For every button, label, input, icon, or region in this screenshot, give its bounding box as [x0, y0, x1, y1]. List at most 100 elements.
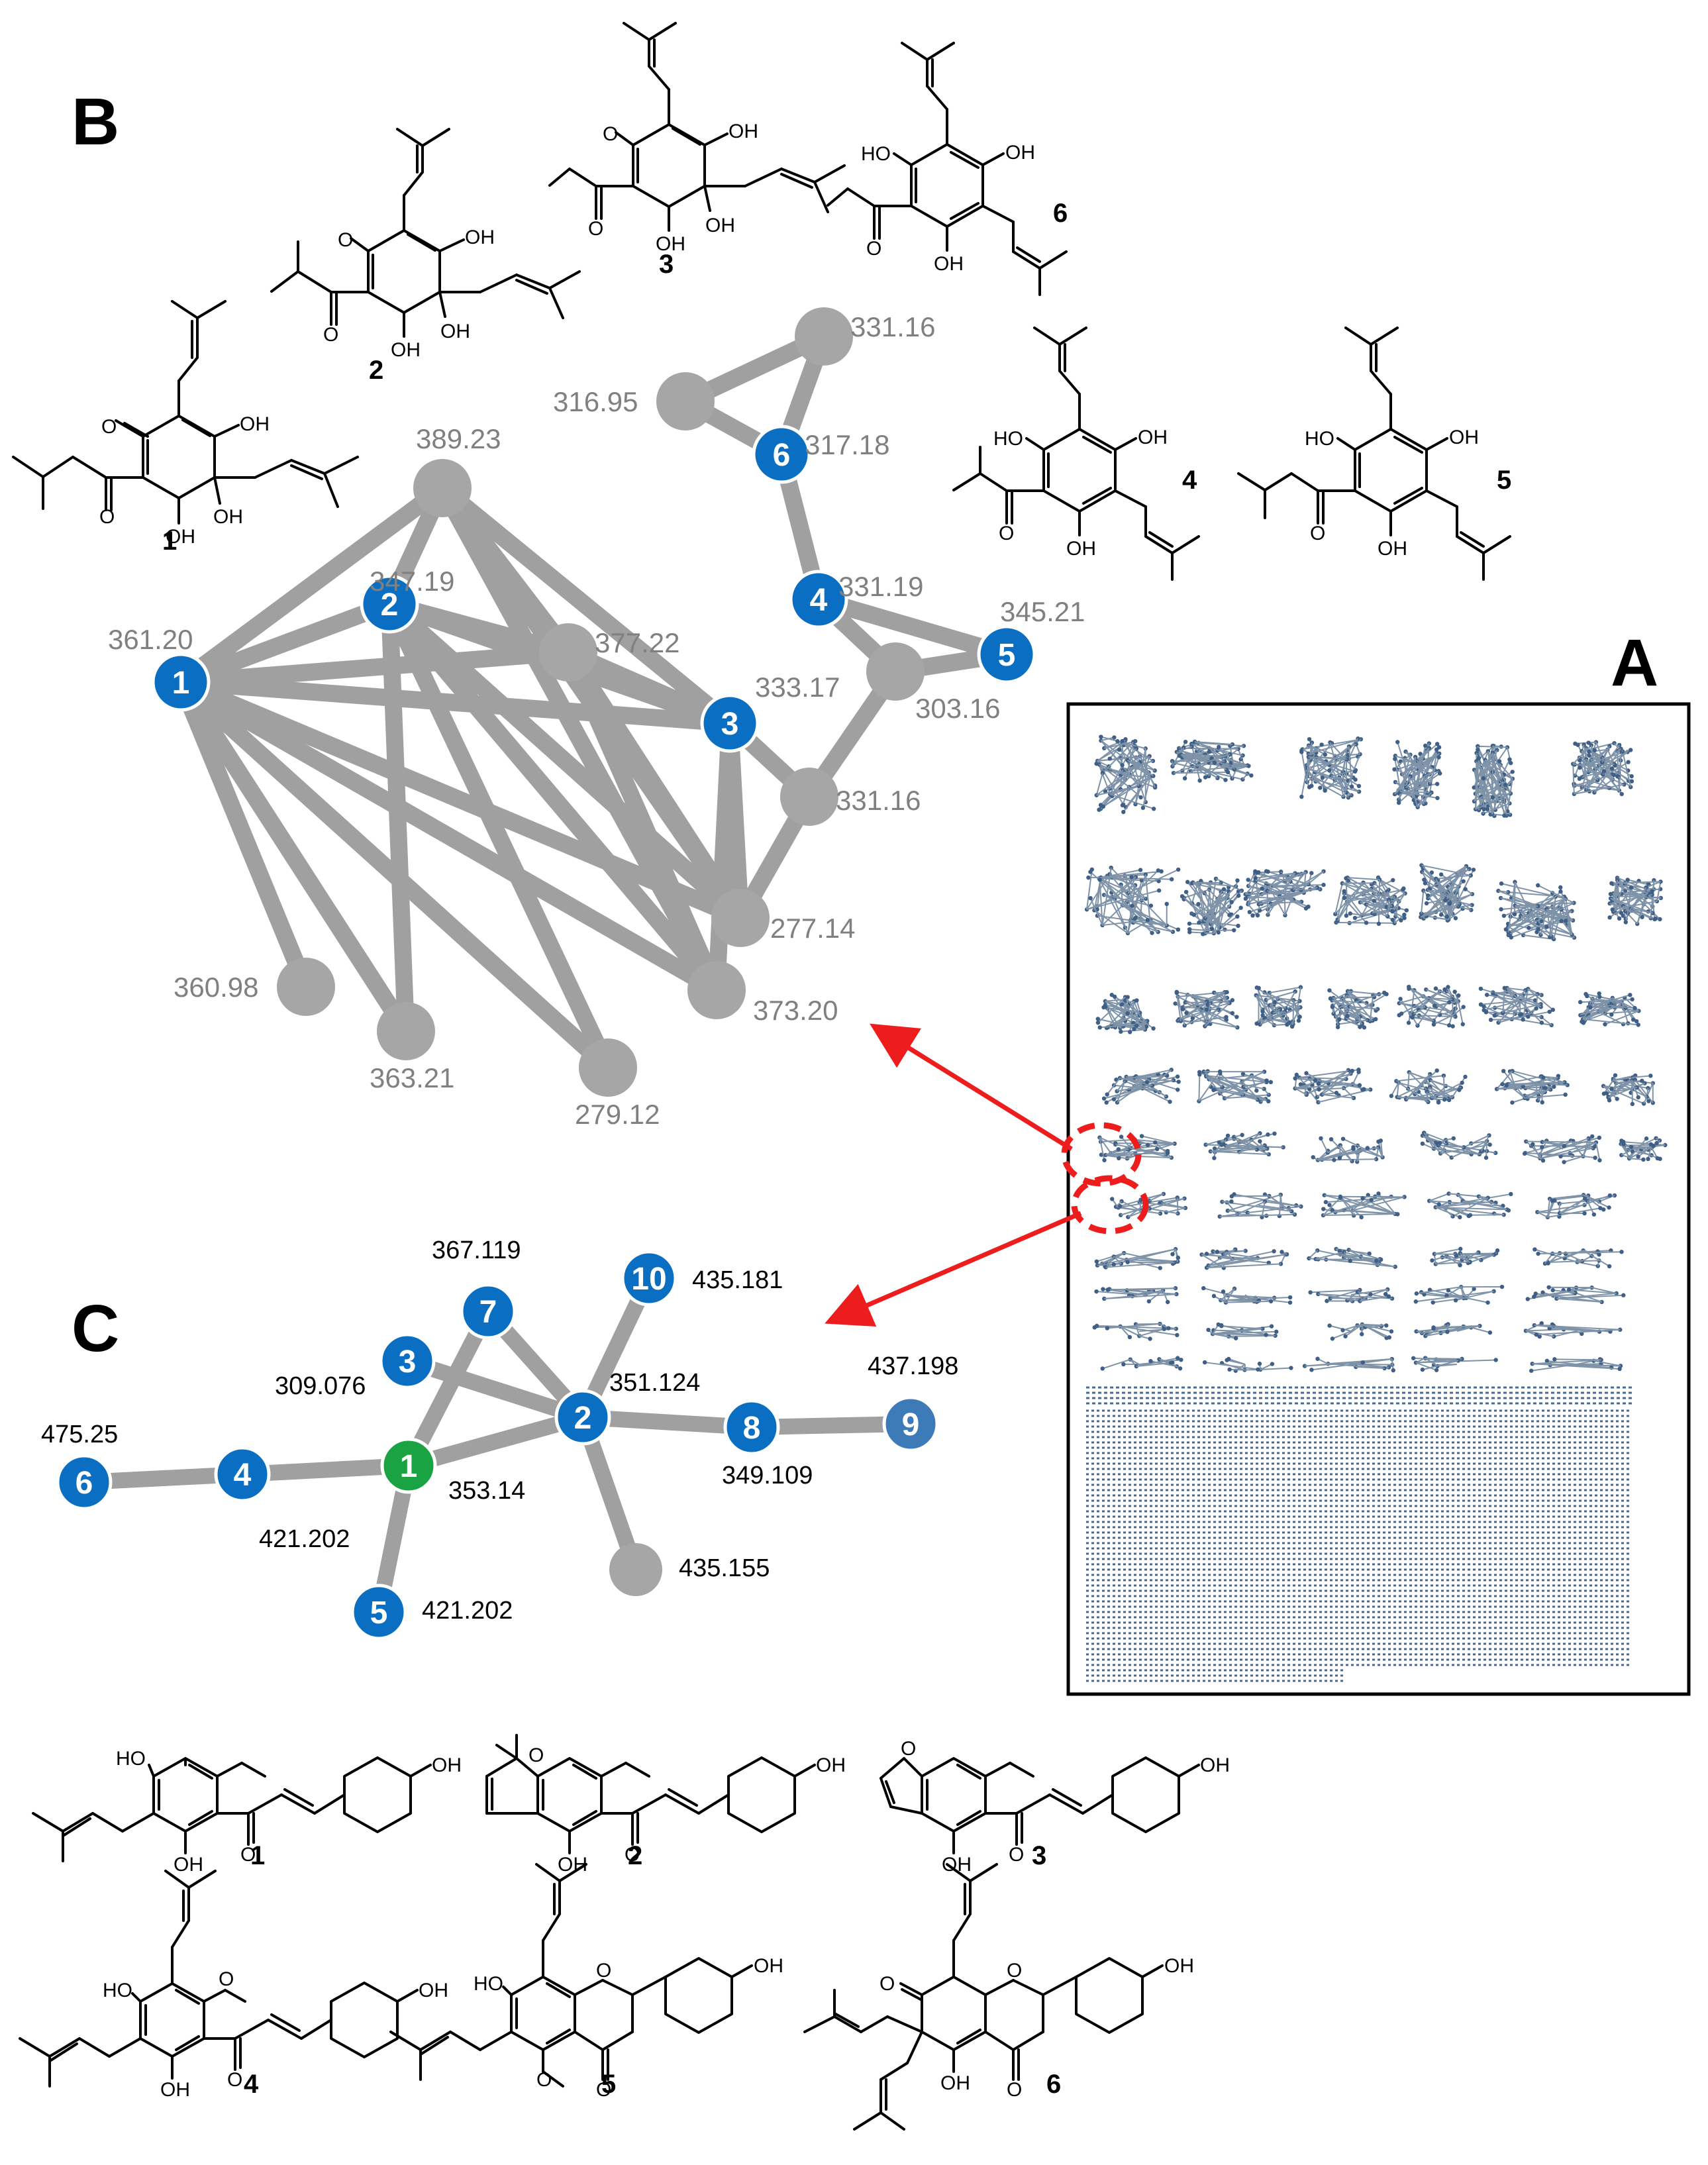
compound-number-c2: 2 [628, 1841, 642, 1870]
node-mz-label: 360.98 [174, 972, 258, 1003]
cluster [1321, 1191, 1407, 1220]
atom-label: OH [391, 339, 421, 361]
node-mz-label: 317.18 [805, 429, 889, 460]
arrow-to-panel-c [825, 1211, 1082, 1327]
panel-a-clusters [1084, 734, 1668, 1373]
network-node: 279.12 [575, 1038, 660, 1130]
compound-number-c6: 6 [1046, 2070, 1061, 2099]
atom-label: OH [240, 413, 270, 435]
network-node-circle [977, 625, 1036, 684]
network-node: 303.16 [866, 642, 1000, 724]
cluster [1333, 875, 1409, 927]
structure-b3: O OH O OH OH [548, 22, 846, 255]
cluster [1571, 740, 1634, 797]
network-node-circle [780, 768, 838, 826]
atom-label: O [625, 1844, 640, 1866]
cluster [1535, 1193, 1617, 1220]
cluster [1203, 1131, 1285, 1160]
node-mz-label: 316.95 [553, 386, 638, 417]
compound-number-c5: 5 [601, 2070, 616, 2099]
atom-label: OH [816, 1754, 846, 1776]
structure-b4: HO OH O OH [952, 327, 1200, 581]
cluster [1202, 1356, 1293, 1373]
atom-label: O [879, 1973, 895, 1995]
atom-label: HO [116, 1748, 146, 1770]
network-node: 3 309.076 [275, 1333, 436, 1400]
atom-label: O [901, 1738, 916, 1760]
node-mz-label: 347.19 [370, 566, 454, 597]
cluster [1414, 1322, 1493, 1338]
cluster [1302, 1356, 1395, 1373]
cluster [1170, 739, 1254, 783]
atom-label: OH [465, 227, 495, 248]
cluster [1094, 734, 1158, 815]
cluster [1494, 1068, 1570, 1105]
cluster [1427, 1191, 1513, 1220]
network-edge [401, 1409, 591, 1474]
node-mz-label: 353.14 [448, 1477, 525, 1505]
atom-label: OH [728, 121, 758, 142]
node-number: 1 [400, 1449, 418, 1484]
cluster [1173, 989, 1240, 1030]
atom-label: OH [705, 215, 735, 236]
network-node-circle [795, 307, 853, 366]
cluster [1092, 1321, 1180, 1341]
network-node-circle [56, 1454, 113, 1511]
network-edge [381, 595, 749, 927]
network-edge [708, 715, 738, 999]
cluster [1420, 1131, 1498, 1160]
node-mz-label: 303.16 [915, 693, 1000, 724]
network-edge [575, 1409, 760, 1435]
network-node-circle [789, 570, 848, 629]
panel-label-a: A [1611, 626, 1658, 700]
network-edge [172, 644, 577, 691]
cluster [1084, 865, 1181, 936]
network-edge [381, 595, 415, 1040]
cluster [1293, 1068, 1373, 1105]
network-node: 377.22 [539, 623, 679, 681]
cluster [1254, 985, 1303, 1029]
atom-label: O [227, 2069, 242, 2091]
network-edge [172, 479, 451, 691]
network-node-circle [379, 1333, 436, 1389]
panel-label-c: C [72, 1291, 119, 1366]
atom-label: OH [432, 1754, 462, 1776]
node-mz-label: 309.076 [275, 1372, 366, 1400]
atom-label: OH [1449, 427, 1479, 448]
network-edge [560, 644, 725, 999]
atom-label: OH [160, 2079, 190, 2101]
atom-label: OH [174, 1854, 203, 1876]
cluster [1397, 984, 1466, 1029]
atom-label: O [528, 1744, 544, 1766]
network-node-circle [277, 958, 335, 1016]
network-edge [401, 1303, 496, 1474]
atom-label: OH [940, 2072, 970, 2094]
atom-label: O [866, 238, 881, 260]
network-node-circle [687, 961, 746, 1019]
atom-label: O [338, 229, 353, 251]
network-edge [381, 595, 725, 999]
cluster [1472, 743, 1515, 819]
node-number: 7 [479, 1295, 497, 1330]
node-mz-label: 377.22 [595, 627, 679, 658]
structure-c6: O O O OH OH [803, 1863, 1194, 2131]
network-node-circle [413, 459, 472, 517]
network-edge [172, 674, 738, 732]
atom-label: O [603, 123, 618, 145]
atom-label: O [1009, 1844, 1024, 1866]
network-node: 316.95 [553, 372, 715, 430]
atom-label: HO [103, 1980, 132, 2001]
network-node: 1 353.14 [380, 1437, 525, 1505]
atom-label: OH [1066, 538, 1096, 560]
atom-label: O [588, 218, 603, 240]
node-number: 3 [399, 1344, 417, 1380]
atom-label: OH [1138, 427, 1168, 448]
